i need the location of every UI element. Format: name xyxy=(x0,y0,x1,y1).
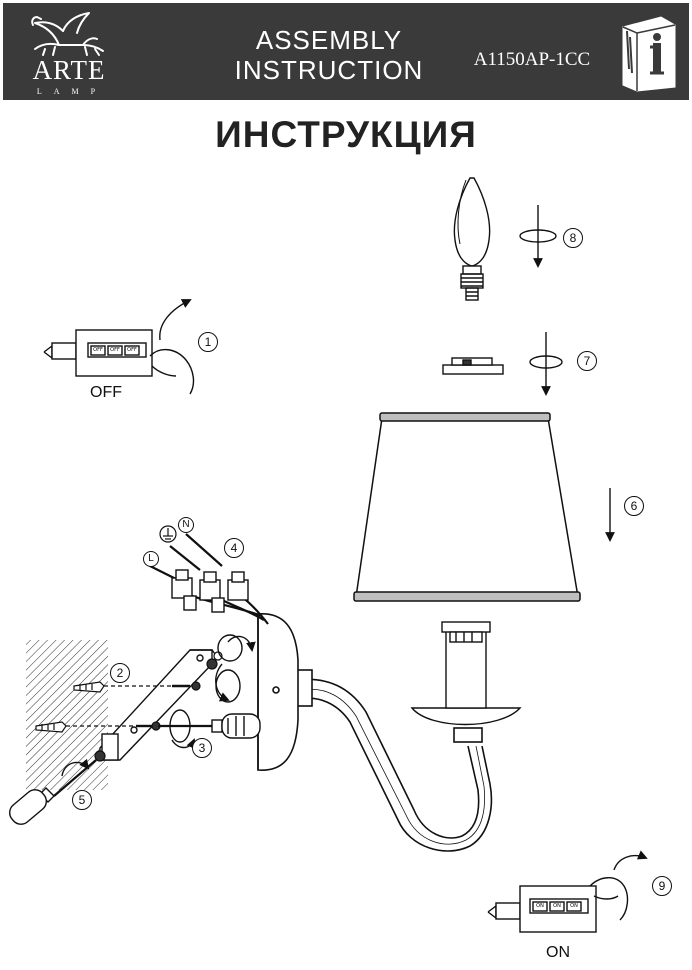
wall-switch-on xyxy=(487,850,648,933)
wire-label-live: L xyxy=(143,551,159,567)
switch-off-toggle-3: OFF xyxy=(127,347,137,353)
brand-name: ARTE xyxy=(32,55,106,85)
step-number-1: 1 xyxy=(198,332,218,352)
shade-ring xyxy=(442,357,504,375)
screwdriver-right xyxy=(158,713,261,739)
terminal-block xyxy=(171,569,249,613)
wall-canopy xyxy=(257,613,299,771)
step-number-9: 9 xyxy=(652,876,672,896)
rotate-down-arrow-7 xyxy=(529,332,563,396)
header-title: ASSEMBLY INSTRUCTION xyxy=(221,25,437,85)
header-title-line2: INSTRUCTION xyxy=(234,55,424,85)
step-number-6: 6 xyxy=(624,496,644,516)
instruction-book-icon xyxy=(622,16,676,92)
step-number-5: 5 xyxy=(72,790,92,810)
model-number: A1150AP-1CC xyxy=(473,49,591,70)
switch-off-label: OFF xyxy=(90,384,122,401)
document-title: ИНСТРУКЦИЯ xyxy=(215,114,477,155)
header-bar: ARTE LAMP ASSEMBLY INSTRUCTION A1150AP-1… xyxy=(3,3,689,100)
candle-bulb xyxy=(453,177,491,301)
header-title-line1: ASSEMBLY xyxy=(255,25,403,55)
switch-on-toggle-3: ON xyxy=(570,903,578,909)
wall-switch-off xyxy=(43,299,195,395)
switch-on-label: ON xyxy=(546,944,570,961)
griffin-logo-icon xyxy=(31,12,104,56)
brand-logo: ARTE LAMP xyxy=(21,9,117,97)
brand-subtitle: LAMP xyxy=(36,87,108,96)
step-number-3: 3 xyxy=(192,738,212,758)
wire-label-neutral: N xyxy=(178,517,194,533)
screwdriver-left xyxy=(8,759,97,825)
ground-symbol-icon xyxy=(159,525,177,543)
lampshade xyxy=(353,412,581,602)
switch-on-toggle-2: ON xyxy=(553,903,561,909)
step-number-8: 8 xyxy=(563,228,583,248)
rotate-down-arrow-8 xyxy=(519,205,557,268)
screws xyxy=(94,651,223,762)
switch-off-toggle-2: OFF xyxy=(110,347,120,353)
candle-holder xyxy=(410,621,522,726)
step-number-7: 7 xyxy=(577,351,597,371)
switch-on-toggle-1: ON xyxy=(536,903,544,909)
wall-section xyxy=(26,640,108,790)
switch-off-toggle-1: OFF xyxy=(93,347,103,353)
step-number-2: 2 xyxy=(110,663,130,683)
step-number-4: 4 xyxy=(224,538,244,558)
